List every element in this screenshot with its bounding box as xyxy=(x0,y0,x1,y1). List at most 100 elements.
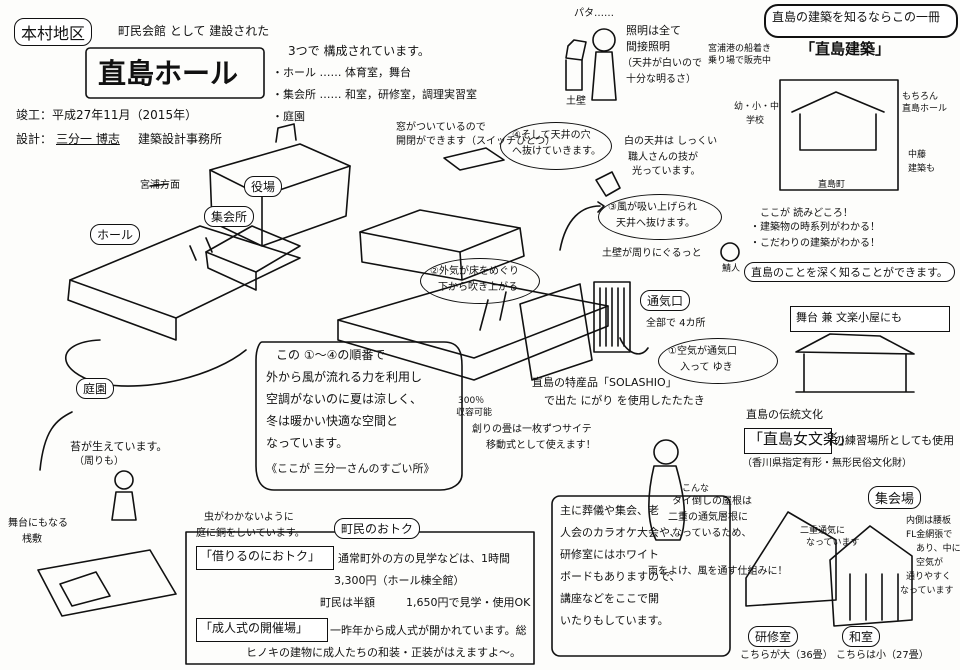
map-label-garden: 庭園 xyxy=(76,378,115,399)
book-highlight-detail: ・こだわりの建築がわかる！ xyxy=(750,238,880,249)
meeting-use-5: 講座などをここで開 xyxy=(560,592,659,605)
roof-note-3: なっているため、 xyxy=(672,528,752,539)
lamp-person-head xyxy=(592,28,616,52)
plank-note-3: 創りの畳は一枚ずつサイテ xyxy=(472,424,592,435)
book-highlight-lead: ここが 読みどころ！ xyxy=(760,208,853,219)
moss-text: 苔が生えています。 xyxy=(70,440,168,453)
hall-roof-ridge-lines xyxy=(189,237,213,261)
meeting-house-roof-outline xyxy=(205,225,301,273)
book-highlight-timeline: ・建築物の時系列がわかる！ xyxy=(750,222,880,233)
insect-note-2: 庭に銅をしいています。 xyxy=(196,528,305,539)
vent-box xyxy=(593,281,631,353)
step-3-line-1: ③風が吸い上げられ xyxy=(608,202,697,213)
culture-name: 「直島女文楽」 xyxy=(748,430,854,448)
book-note-nakafuji-2: 建築も xyxy=(908,164,936,174)
price-resident: 町民は半額 xyxy=(320,596,375,609)
roof-note-4: 雨をよけ、風を通す仕組みに！ xyxy=(648,566,788,577)
book-note-school-1: 幼・小・中 xyxy=(734,102,780,112)
lighting-line-4: 十分な明るさ） xyxy=(626,74,696,85)
book-note-hall-2: 直島ホール xyxy=(902,104,948,114)
ceiling-note-2: 職人さんの技が xyxy=(628,152,698,163)
meeting-use-1: 主に葬儀や集会、老 xyxy=(560,504,659,517)
summary-bubble-outline xyxy=(255,341,463,491)
garden-stage-hint: 舞台にもなる xyxy=(8,518,68,529)
summary-line-4: 冬は暖かい快適な空間と xyxy=(266,414,399,428)
vent-count: 全部で 4カ所 xyxy=(646,318,706,329)
child-figure-body xyxy=(111,491,137,521)
book-note-hall-1: もちろん xyxy=(902,92,939,102)
roof-lead: こんな xyxy=(682,484,710,494)
lighting-line-1: 照明は全て xyxy=(626,24,681,37)
moss-note: （周りも） xyxy=(74,456,124,467)
summary-line-3: 空調がないのに夏は涼しく、 xyxy=(266,392,423,406)
completion-date: 竣工：平成27年11月（2015年） xyxy=(16,108,198,122)
step-2-line-1: ②外気が床をめぐり xyxy=(430,266,519,277)
designer-office: 建築設計事務所 xyxy=(138,132,223,146)
ceremony-text-2: ヒノキの建物に成人たちの和装・正装がはえますよ〜。 xyxy=(246,646,521,659)
culture-note: （香川県指定有形・無形民俗文化財） xyxy=(742,458,912,469)
town-office-chimney xyxy=(275,123,297,143)
earth-wall-note: 土壁が周りにぐるっと xyxy=(602,248,702,259)
ceiling-note-3: 光っています。 xyxy=(632,166,701,177)
cutaway-wall xyxy=(519,283,593,381)
window-note-1: 窓がついているので xyxy=(396,122,486,133)
meeting-uses-outline xyxy=(551,495,731,657)
roof-note-2: 二重の通気層根に xyxy=(668,512,748,523)
ceremony-label: 「成人式の開催場」 xyxy=(200,621,309,635)
book-cover-building xyxy=(791,91,885,151)
floor-slab-edge xyxy=(337,305,609,381)
step-1-line-1: ①空気が通気口 xyxy=(668,346,737,357)
earth-wall-label: 土壁 xyxy=(566,96,586,107)
map-label-hall: ホール xyxy=(90,224,141,245)
meeting-use-4: ボードもありますので、 xyxy=(560,570,681,583)
room-1-size: こちらが大（36畳） xyxy=(740,650,833,661)
section-roof-outline xyxy=(359,209,521,253)
lamp-person-body xyxy=(591,51,617,101)
training-room-house xyxy=(745,511,837,607)
bunraku-doll-head xyxy=(653,439,679,465)
book-title: 「直島建築」 xyxy=(800,40,891,58)
intro-text: 町民会館 として 建設された xyxy=(118,24,270,38)
side-note-3: あり、中に xyxy=(916,544,960,554)
summary-line-5: なっています。 xyxy=(266,436,349,450)
summary-line-1: この ①〜④の順番で xyxy=(276,348,386,362)
japanese-room-house xyxy=(829,525,913,627)
child-figure-head xyxy=(114,470,134,490)
lamp-sound-text: パタ…… xyxy=(574,8,614,19)
step-1-line-2: 入って ゆき xyxy=(680,362,733,373)
roof-note-1: タイ倒しの屋根は xyxy=(672,496,752,507)
map-label-meeting-house: 集会所 xyxy=(204,206,255,227)
book-note-port-2: 乗り場で販売中 xyxy=(708,56,772,66)
insect-note-1: 虫がわかないように xyxy=(204,512,294,523)
title-frame xyxy=(85,47,265,99)
room-2-size: こちらは小（27畳） xyxy=(836,650,929,661)
structure-lead: 3つで 構成されています。 xyxy=(288,44,430,58)
solashio-line-1: 直島の特産品「SOLASHIO」 xyxy=(532,376,677,389)
otoku-heading: 町民のおトク xyxy=(334,518,421,539)
meeting-use-6: いたりもしています。 xyxy=(560,614,669,627)
area-label: 本村地区 xyxy=(14,18,93,46)
room-1-label: 研修室 xyxy=(748,626,799,647)
stage-body xyxy=(795,353,915,393)
price-full: 3,300円（ホール棟全館） xyxy=(334,574,465,587)
moss-bubble-tail xyxy=(39,411,73,471)
rent-text: 通常町外の方の見学などは、1時間 xyxy=(338,552,510,565)
hall-roof-outline xyxy=(69,225,301,319)
map-direction-line xyxy=(149,183,169,187)
designer-label: 設計： xyxy=(16,132,53,146)
pointing-hand-sketch xyxy=(595,171,621,197)
side-note-5: 通りやすく xyxy=(906,572,952,582)
map-label-town-office: 役場 xyxy=(244,176,283,197)
hall-wall-outline xyxy=(67,279,177,341)
meeting-use-2: 人会のカラオケ大会や、 xyxy=(560,526,681,539)
reader-face xyxy=(720,242,740,262)
lighting-line-3: （天井が白いので xyxy=(622,58,702,69)
earth-wall-block xyxy=(565,59,583,91)
book-conclusion: 直島のことを深く知ることができます。 xyxy=(744,262,955,282)
airflow-arrow-up xyxy=(559,205,601,251)
lighting-line-2: 間接照明 xyxy=(626,40,670,53)
structure-item-meeting: ・集会所 …… 和室，研修室，調理実習室 xyxy=(272,88,477,101)
plank-note-4: 移動式として使えます！ xyxy=(486,440,596,451)
